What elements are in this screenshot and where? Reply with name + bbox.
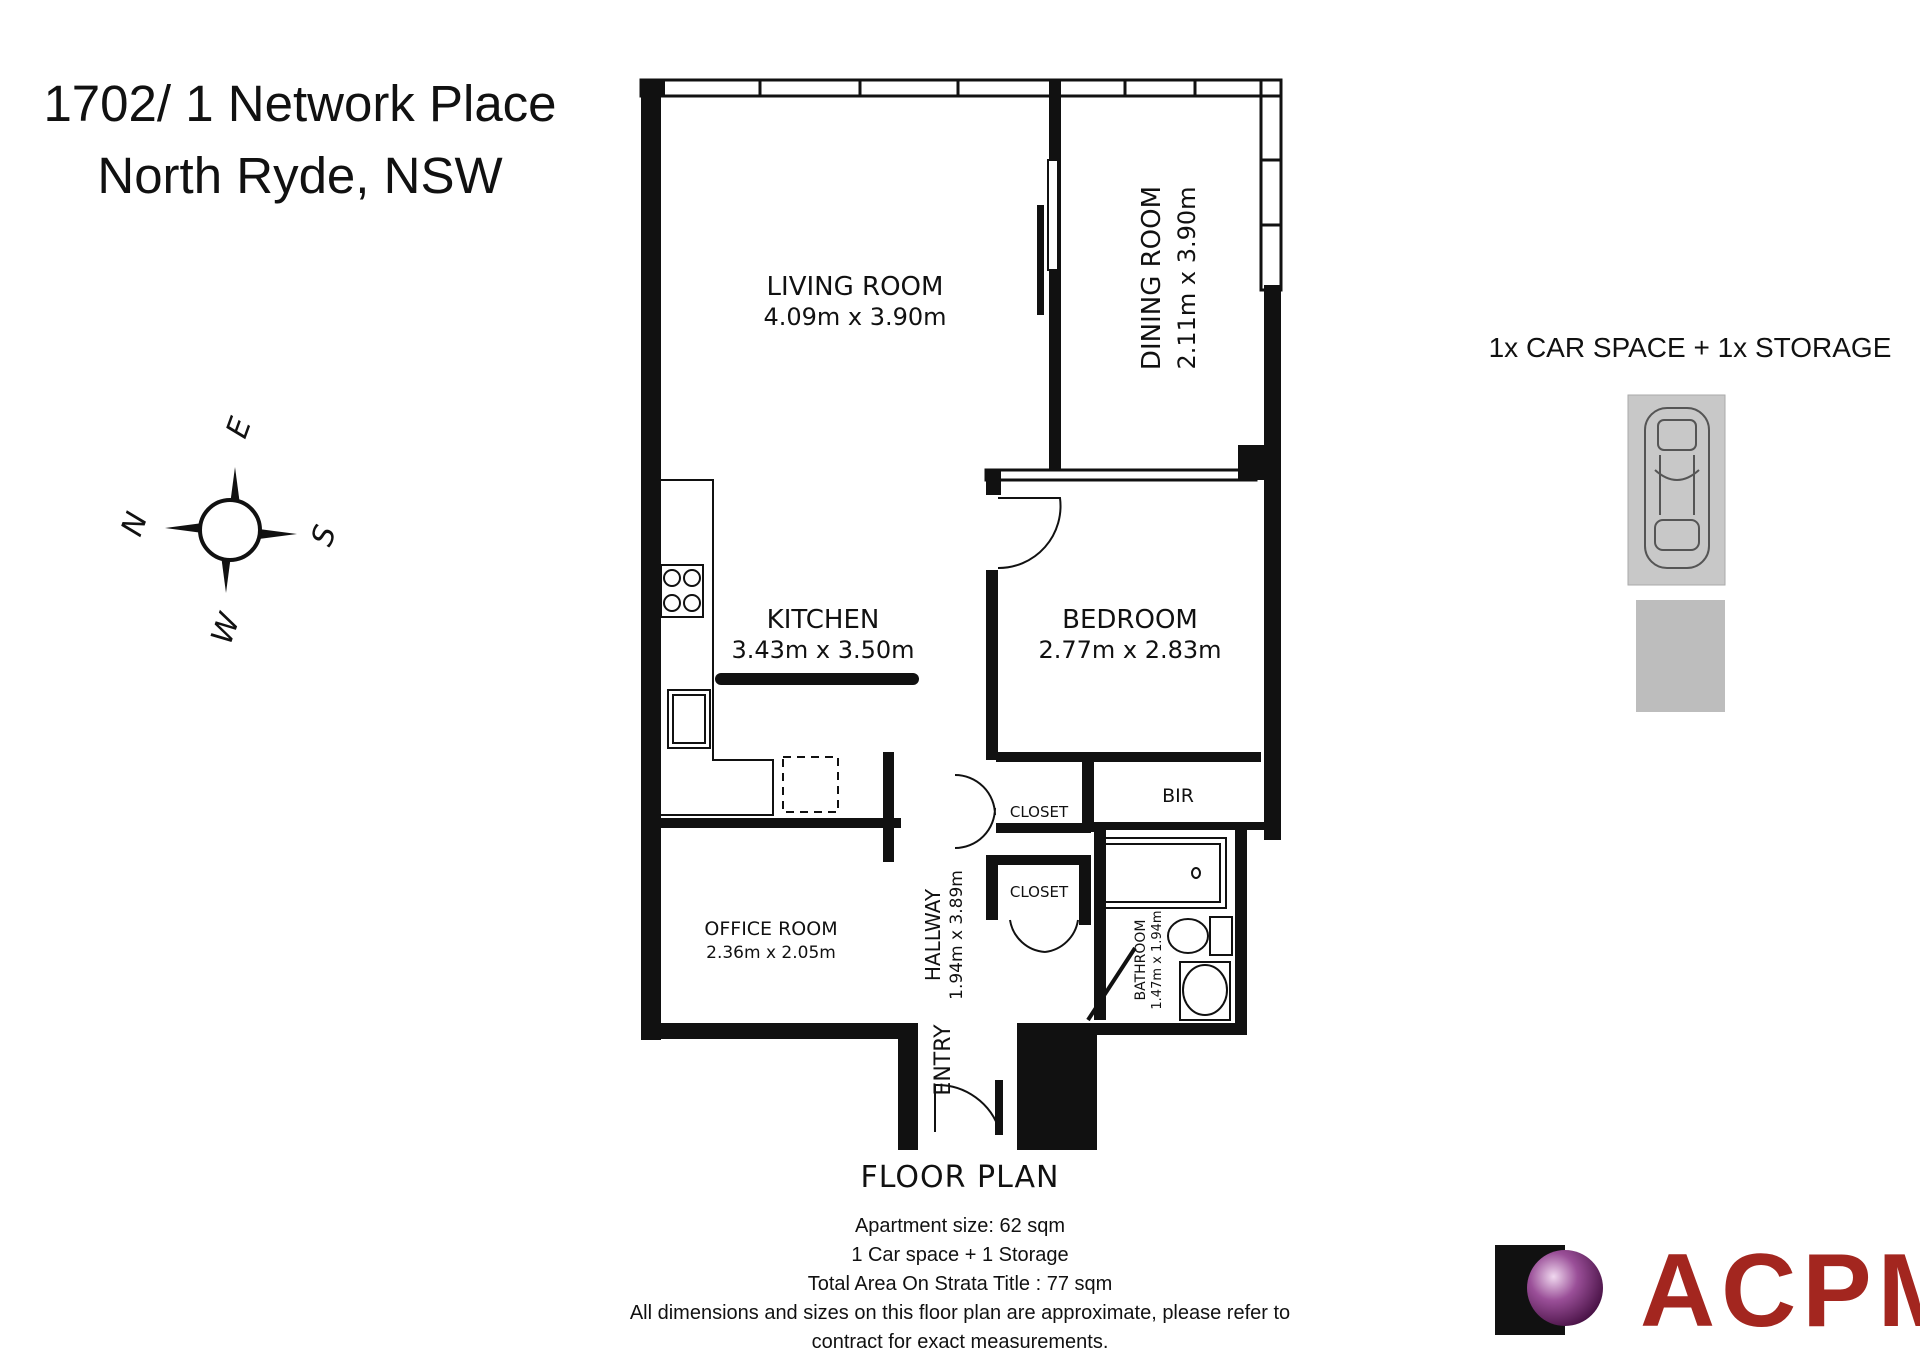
compass: E N S W xyxy=(115,413,344,649)
wall-closet2-east xyxy=(1079,855,1091,925)
kitchen-counter xyxy=(660,479,839,816)
living-room-label: LIVING ROOM xyxy=(767,272,944,302)
basin xyxy=(1182,964,1228,1016)
wall-bedroom-nw xyxy=(986,470,1001,495)
logo-text: ACPM xyxy=(1640,1233,1920,1349)
bir-label: BIR xyxy=(1162,785,1194,807)
wall-corner-nw xyxy=(641,80,665,96)
compass-circle xyxy=(198,498,262,562)
address-line-1: 1702/ 1 Network Place xyxy=(43,75,557,132)
logo-sphere xyxy=(1527,1250,1603,1326)
wall-bath-south xyxy=(1088,1023,1247,1035)
dining-room-label: DINING ROOM xyxy=(1137,186,1167,370)
compass-label-east: E xyxy=(220,413,259,443)
bedroom-label: BEDROOM xyxy=(1062,605,1198,635)
office-room-label: OFFICE ROOM xyxy=(704,918,837,940)
bathtub xyxy=(1097,837,1227,909)
entry-door-jamb xyxy=(995,1080,1003,1135)
toilet-bowl xyxy=(1167,918,1209,954)
wall-bath-east xyxy=(1235,830,1247,1035)
property-address: 1702/ 1 Network Place North Ryde, NSW xyxy=(20,68,580,212)
cooktop xyxy=(660,564,704,618)
sliding-panel xyxy=(1047,159,1059,271)
address-line-2: North Ryde, NSW xyxy=(97,147,503,204)
wall-west xyxy=(641,80,661,1040)
room-labels: LIVING ROOM 4.09m x 3.90m DINING ROOM 2.… xyxy=(704,186,1221,1096)
acpm-logo xyxy=(1495,1245,1603,1335)
living-room-size: 4.09m x 3.90m xyxy=(763,303,946,331)
window-east xyxy=(1259,78,1283,292)
note-car-storage: 1 Car space + 1 Storage xyxy=(851,1244,1069,1266)
note-apartment-size: Apartment size: 62 sqm xyxy=(854,1215,1066,1237)
wall-bir-south xyxy=(1094,822,1264,830)
closet-2-label: CLOSET xyxy=(1010,883,1069,901)
doors xyxy=(934,497,1137,1133)
compass-label-south: S xyxy=(305,521,344,551)
wall-entry-east-block xyxy=(1017,1023,1097,1150)
office-room-size: 2.36m x 2.05m xyxy=(706,943,836,963)
parking-title: 1x CAR SPACE + 1x STORAGE xyxy=(1488,332,1892,363)
wall-closet2-top xyxy=(996,855,1091,865)
wall-kitchen-office xyxy=(661,818,901,828)
wall-bedroom-south xyxy=(996,752,1261,762)
wall-entry-west xyxy=(898,1023,918,1150)
kitchen-label: KITCHEN xyxy=(767,605,880,635)
bathroom-size: 1.47m x 1.94m xyxy=(1150,910,1165,1009)
wall-office-east xyxy=(883,752,894,862)
wall-hall-east xyxy=(986,855,998,920)
wall-living-dining-lower xyxy=(1049,397,1061,470)
kitchen-size: 3.43m x 3.50m xyxy=(731,636,914,664)
fridge-space xyxy=(782,756,839,813)
walls xyxy=(639,78,1283,1150)
hallway-size: 1.94m x 3.89m xyxy=(947,870,967,1000)
note-total-area: Total Area On Strata Title : 77 sqm xyxy=(807,1273,1113,1295)
wall-east xyxy=(1264,285,1281,840)
bathroom-label: BATHROOM xyxy=(1133,919,1149,1000)
parking-area xyxy=(1627,394,1726,712)
storage-space xyxy=(1636,600,1725,712)
wall-closet-south xyxy=(996,823,1091,833)
wall-bedroom-west xyxy=(986,570,998,760)
floor-plan-notes: Apartment size: 62 sqm 1 Car space + 1 S… xyxy=(560,1212,1360,1357)
closet2-door xyxy=(1009,919,1079,953)
entry-label: ENTRY xyxy=(931,1024,956,1096)
note-disclaimer-1: All dimensions and sizes on this floor p… xyxy=(629,1302,1291,1324)
window-mullions xyxy=(758,80,1281,227)
bathroom-fixtures xyxy=(1097,837,1233,1021)
note-disclaimer-2: contract for exact measurements. xyxy=(811,1331,1109,1353)
closet-door xyxy=(954,774,996,849)
wall-south xyxy=(641,1023,901,1039)
bathroom-door xyxy=(1086,946,1137,1022)
kitchen-island xyxy=(715,673,919,685)
bedroom-size: 2.77m x 2.83m xyxy=(1038,636,1221,664)
window-top xyxy=(639,78,1283,98)
bedroom-door xyxy=(997,497,1062,570)
wall-closet-bir xyxy=(1082,752,1094,832)
car-icon xyxy=(1644,407,1710,569)
wall-east-pillar xyxy=(1238,445,1268,480)
car-space xyxy=(1627,394,1726,586)
compass-label-west: W xyxy=(205,608,248,649)
entry-door xyxy=(934,1083,1001,1133)
compass-label-north: N xyxy=(115,508,156,541)
sliding-panel-shadow xyxy=(1037,205,1044,315)
hallway-label: HALLWAY xyxy=(921,888,945,981)
floor-plan-title: FLOOR PLAN xyxy=(860,1160,1060,1195)
kitchen-sink xyxy=(667,689,711,749)
toilet-cistern xyxy=(1209,916,1233,956)
bedroom-sliding-door xyxy=(984,468,1258,482)
dining-room-size: 2.11m x 3.90m xyxy=(1173,186,1201,369)
closet-1-label: CLOSET xyxy=(1010,803,1069,821)
